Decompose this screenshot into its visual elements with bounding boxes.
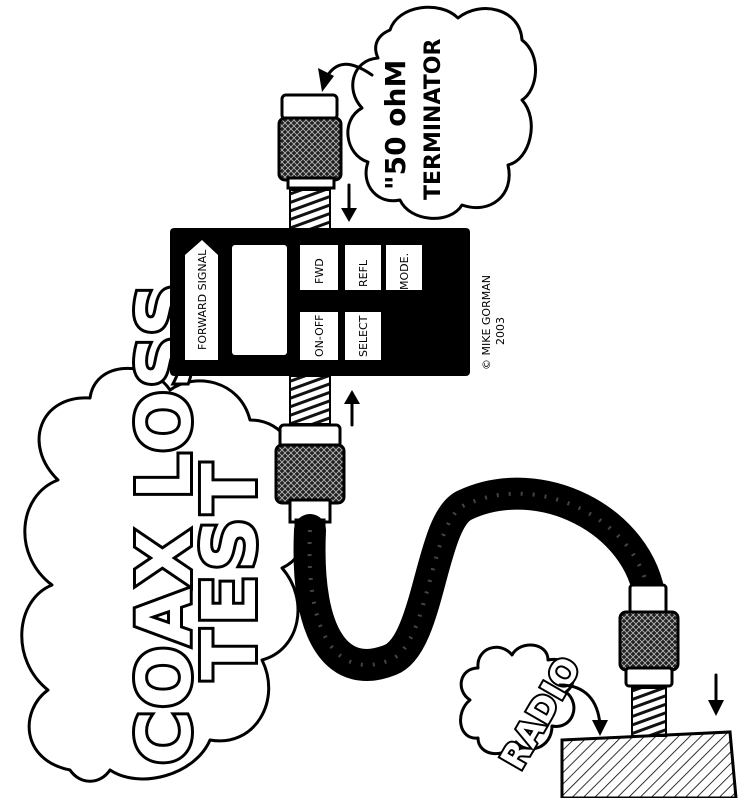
on-off-button[interactable] [300, 312, 338, 360]
terminator-line2: TERMINATOR [421, 39, 446, 200]
on-off-label: ON-OFF [313, 315, 326, 357]
curved-arrow-head [318, 68, 334, 92]
cable-connector-bottom [618, 583, 680, 688]
radio-arrow-head [592, 720, 608, 736]
swr-meter: FORWARD SIGNAL FWD REFL MODE. ON-OFF SEL… [170, 228, 470, 376]
credit-line1: © MIKE GORMAN [480, 275, 493, 370]
down-arrow-radio [708, 673, 724, 716]
down-arrow-top [341, 183, 357, 222]
radio-box [560, 730, 738, 798]
mode-button[interactable] [386, 245, 422, 290]
fwd-label: FWD [313, 258, 326, 284]
forward-signal-bar [185, 240, 218, 360]
top-thread [289, 189, 331, 236]
select-label: SELECT [357, 315, 370, 357]
title-cloud: COAX LOSS TEST [20, 278, 310, 783]
fwd-button[interactable] [300, 245, 338, 290]
refl-label: REFL [357, 259, 370, 287]
forward-signal-label: FORWARD SIGNAL [196, 249, 209, 350]
radio-thread [631, 687, 667, 737]
coax-cable [293, 477, 666, 681]
refl-button[interactable] [345, 245, 381, 290]
select-button[interactable] [345, 312, 381, 360]
display-window [232, 245, 287, 355]
terminator-cloud: "50 ohM TERMINATOR [346, 5, 537, 220]
terminator-line1: "50 ohM [379, 60, 412, 190]
title-line2: TEST [187, 459, 273, 680]
mode-label: MODE. [398, 253, 411, 290]
up-arrow-bottom [344, 390, 360, 427]
credit-line2: 2003 [494, 317, 507, 345]
bottom-thread [289, 375, 331, 425]
radio-arrow [558, 683, 602, 727]
terminator-connector [277, 93, 343, 190]
